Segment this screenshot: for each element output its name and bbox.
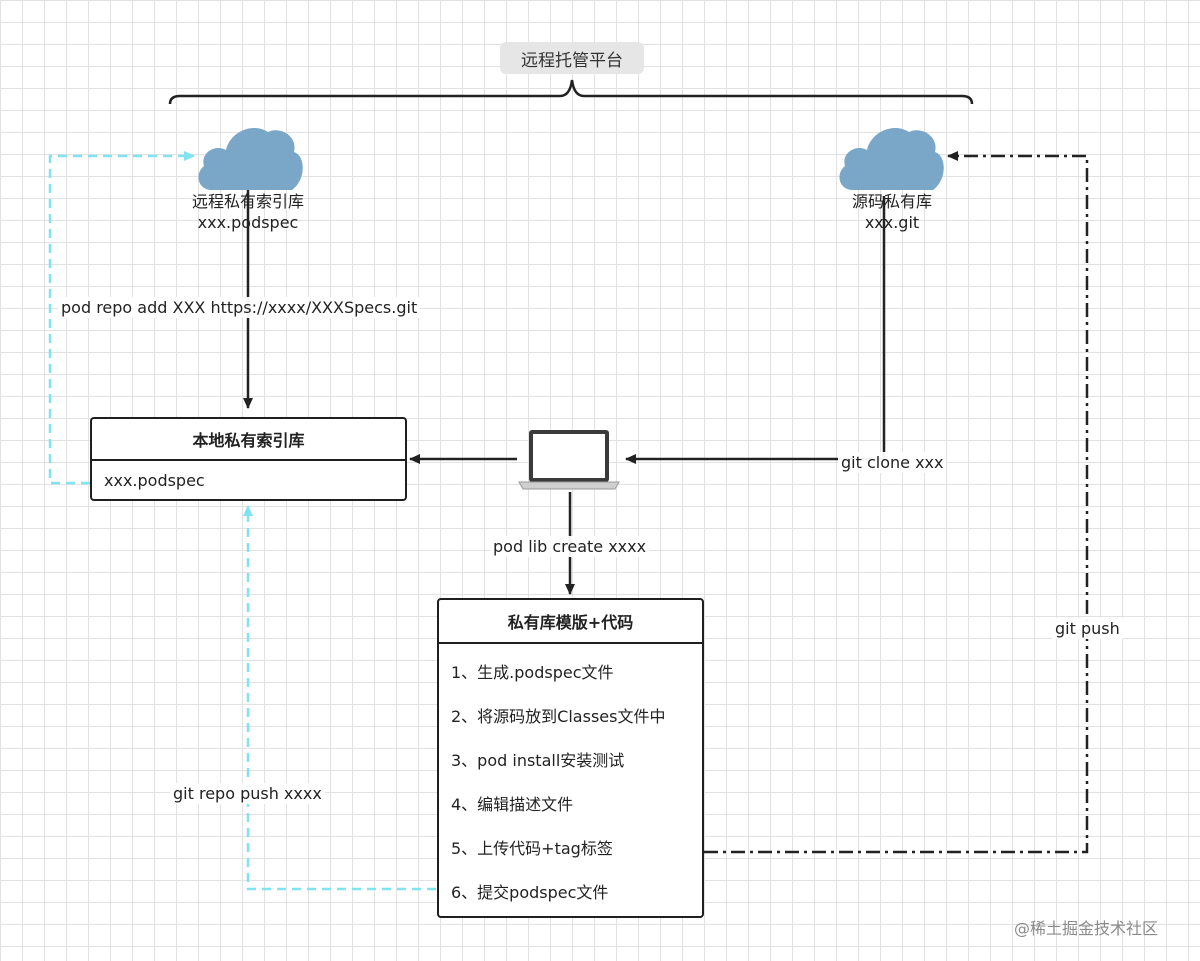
template-steps: 1、生成.podspec文件 2、将源码放到Classes文件中 3、pod i… <box>439 644 702 913</box>
source-repo-cloud-icon <box>839 128 944 190</box>
label-git-repo-push: git repo push xxxx <box>170 783 325 804</box>
edge-git-clone <box>625 196 886 464</box>
index-repo-cloud-icon <box>198 128 303 190</box>
source-repo-file: xxx.git <box>864 213 920 232</box>
platform-label: 远程托管平台 <box>500 42 644 74</box>
label-pod-lib-create: pod lib create xxxx <box>490 536 650 557</box>
index-repo-caption: 远程私有索引库 xxx.podspec <box>148 191 348 233</box>
template-title: 私有库模版+代码 <box>439 600 702 644</box>
source-repo-name: 源码私有库 <box>851 192 932 211</box>
local-index-title: 本地私有索引库 <box>92 419 405 461</box>
template-step: 3、pod install安装测试 <box>451 751 625 770</box>
index-repo-name: 远程私有索引库 <box>191 192 304 211</box>
edge-git-push <box>704 151 1089 854</box>
label-git-push: git push <box>1052 618 1123 639</box>
watermark: @稀土掘金技术社区 <box>1014 919 1159 938</box>
label-git-clone: git clone xxx <box>838 452 947 473</box>
platform-brace <box>168 79 974 105</box>
laptop-icon <box>518 430 620 490</box>
local-index-box: 本地私有索引库 xxx.podspec <box>90 417 407 501</box>
template-box: 私有库模版+代码 1、生成.podspec文件 2、将源码放到Classes文件… <box>437 598 704 918</box>
source-repo-caption: 源码私有库 xxx.git <box>792 191 992 233</box>
template-step: 4、编辑描述文件 <box>451 795 574 814</box>
index-repo-file: xxx.podspec <box>197 213 299 232</box>
template-step: 1、生成.podspec文件 <box>451 663 614 682</box>
label-pod-repo-add: pod repo add XXX https://xxxx/XXXSpecs.g… <box>58 297 421 318</box>
edge-git-repo-push <box>243 505 436 891</box>
template-step: 2、将源码放到Classes文件中 <box>451 707 666 726</box>
local-index-item: xxx.podspec <box>104 470 205 490</box>
template-step: 5、上传代码+tag标签 <box>451 839 613 858</box>
edge-local-to-remote-index <box>48 151 195 485</box>
template-step: 6、提交podspec文件 <box>451 883 609 902</box>
